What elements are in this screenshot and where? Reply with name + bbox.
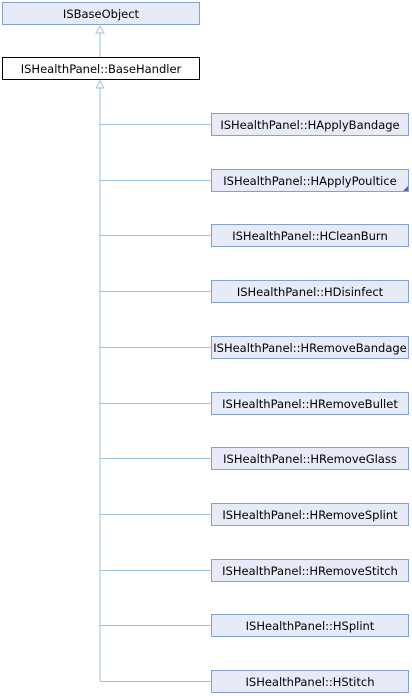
derived-class-node[interactable]: ISHealthPanel::HRemoveSplint	[211, 503, 409, 526]
derived-class-node[interactable]: ISHealthPanel::HRemoveGlass	[211, 447, 409, 470]
derived-class-label: ISHealthPanel::HCleanBurn	[232, 228, 388, 243]
derived-class-label: ISHealthPanel::HRemoveBullet	[222, 396, 398, 411]
derived-class-node[interactable]: ISHealthPanel::HRemoveBullet	[211, 392, 409, 415]
derived-class-node[interactable]: ISHealthPanel::HStitch	[211, 670, 409, 693]
root-class-label: ISBaseObject	[62, 6, 140, 21]
base-arrowhead	[95, 24, 105, 34]
fold-marker-icon	[403, 186, 408, 191]
current-class-label: ISHealthPanel::BaseHandler	[20, 61, 182, 76]
derived-class-node[interactable]: ISHealthPanel::HDisinfect	[211, 280, 409, 303]
derived-class-node[interactable]: ISHealthPanel::HApplyBandage	[211, 113, 409, 136]
derived-class-node[interactable]: ISHealthPanel::HSplint	[211, 614, 409, 637]
derived-class-label: ISHealthPanel::HRemoveStitch	[222, 563, 398, 578]
derived-class-node[interactable]: ISHealthPanel::HRemoveStitch	[211, 559, 409, 582]
derived-class-label: ISHealthPanel::HSplint	[245, 618, 375, 633]
derived-class-node[interactable]: ISHealthPanel::HCleanBurn	[211, 224, 409, 247]
derived-class-label: ISHealthPanel::HRemoveGlass	[223, 451, 397, 466]
derived-class-label: ISHealthPanel::HStitch	[245, 674, 375, 689]
derived-class-label: ISHealthPanel::HDisinfect	[236, 284, 384, 299]
derived-class-node[interactable]: ISHealthPanel::HRemoveBandage	[211, 336, 409, 359]
derived-class-label: ISHealthPanel::HRemoveBandage	[213, 340, 407, 355]
derived-class-label: ISHealthPanel::HApplyPoultice	[223, 173, 397, 188]
derived-class-node[interactable]: ISHealthPanel::HApplyPoultice	[211, 169, 409, 192]
root-class-node[interactable]: ISBaseObject	[2, 2, 200, 25]
derived-class-label: ISHealthPanel::HRemoveSplint	[222, 507, 398, 522]
derived-arrowhead	[95, 79, 105, 89]
derived-class-label: ISHealthPanel::HApplyBandage	[220, 117, 400, 132]
current-class-node: ISHealthPanel::BaseHandler	[2, 57, 200, 80]
